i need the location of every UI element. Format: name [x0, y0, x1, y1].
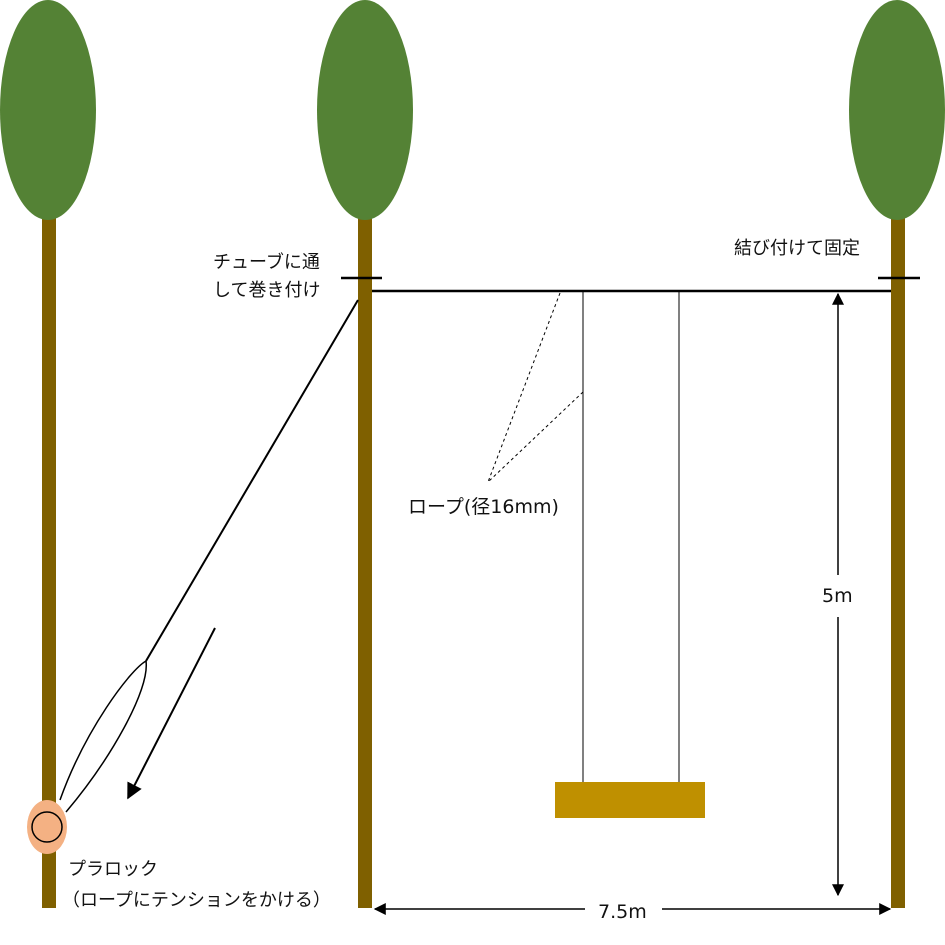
width-label: 7.5m: [598, 901, 647, 923]
tree-left-trunk: [42, 205, 56, 908]
tie-fix-label: 結び付けて固定: [734, 238, 860, 259]
tree-right-trunk: [891, 205, 905, 908]
tree-right: [849, 0, 945, 908]
height-label: 5m: [822, 585, 853, 607]
tube-label-line1: チューブに通: [213, 251, 320, 273]
tree-left: [0, 0, 96, 908]
tube-label-line2: して巻き付け: [213, 280, 320, 301]
tree-middle-trunk: [358, 205, 372, 908]
rope-leader-2: [487, 391, 584, 483]
rope-spec-label: ロープ(径16mm): [408, 496, 559, 518]
tension-rope: [145, 299, 359, 662]
tree-middle: [317, 0, 413, 908]
prusik-loop: [59, 660, 147, 813]
prusik-knot-icon: [27, 800, 67, 854]
rope-leader-1: [487, 292, 561, 483]
prusik-label-line1: プラロック: [68, 859, 158, 880]
tree-right-foliage: [849, 0, 945, 220]
swing-seat-icon: [555, 782, 705, 818]
tree-middle-foliage: [317, 0, 413, 220]
prusik-label-line2: （ロープにテンションをかける）: [62, 890, 331, 911]
pull-direction-arrow-icon: [127, 627, 216, 800]
tree-left-foliage: [0, 0, 96, 220]
